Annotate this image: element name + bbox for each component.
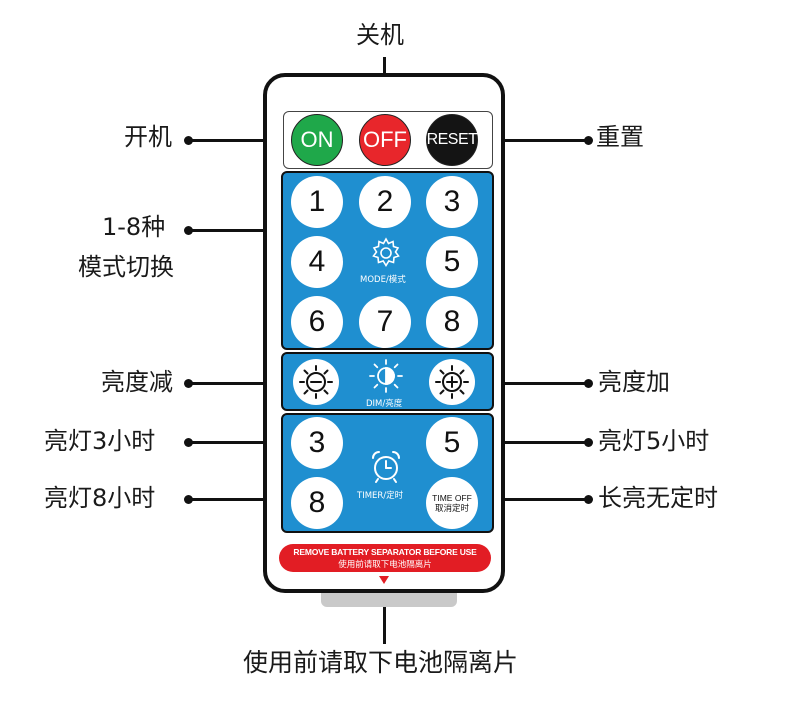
callout-line-modes (188, 229, 296, 232)
label-timer-off: 长亮无定时 (598, 484, 718, 512)
down-arrow-icon (379, 576, 389, 584)
callout-line-dim-up (476, 382, 588, 385)
time-off-cn: 取消定时 (434, 503, 469, 513)
battery-warning: REMOVE BATTERY SEPARATOR BEFORE USE 使用前请… (279, 544, 491, 572)
off-button[interactable]: OFF (359, 114, 411, 166)
reset-button[interactable]: RESET (426, 114, 478, 166)
mode-button-1[interactable]: 1 (291, 176, 343, 228)
alarm-clock-icon (368, 448, 404, 484)
half-sun-icon (367, 358, 405, 394)
timer-8-button[interactable]: 8 (291, 477, 343, 529)
callout-dot (584, 379, 593, 388)
battery-separator-tab[interactable] (321, 590, 457, 607)
warning-cn: 使用前请取下电池隔离片 (338, 559, 432, 569)
label-modes-line1: 1-8种 (102, 213, 166, 241)
label-power-on: 开机 (124, 123, 172, 151)
label-reset: 重置 (596, 123, 644, 151)
label-modes-line2: 模式切换 (78, 253, 174, 281)
gear-icon (369, 236, 403, 270)
dim-up-button[interactable] (428, 358, 476, 406)
warning-en: REMOVE BATTERY SEPARATOR BEFORE USE (293, 547, 477, 557)
time-off-button[interactable]: TIME OFF 取消定时 (426, 477, 478, 529)
label-power-off: 关机 (356, 21, 404, 49)
timer-caption: TIMER/定时 (357, 491, 404, 501)
callout-line-dim-down (188, 382, 292, 385)
timer-5-button[interactable]: 5 (426, 417, 478, 469)
on-button[interactable]: ON (291, 114, 343, 166)
dim-down-button[interactable] (292, 358, 340, 406)
mode-caption: MODE/模式 (360, 275, 406, 285)
callout-dot (184, 136, 193, 145)
callout-dot (184, 495, 193, 504)
mode-button-4[interactable]: 4 (291, 236, 343, 288)
mode-button-2[interactable]: 2 (359, 176, 411, 228)
callout-line-on (188, 139, 292, 142)
mode-button-5[interactable]: 5 (426, 236, 478, 288)
callout-line-timer-8 (188, 498, 292, 501)
mode-button-8[interactable]: 8 (426, 296, 478, 348)
callout-dot (584, 495, 593, 504)
dim-caption: DIM/亮度 (366, 399, 403, 409)
label-separator: 使用前请取下电池隔离片 (243, 648, 519, 677)
callout-dot (184, 438, 193, 447)
label-dim-down: 亮度减 (101, 368, 173, 396)
callout-dot (184, 379, 193, 388)
callout-line-timer-5 (476, 441, 588, 444)
callout-line-separator (383, 604, 386, 644)
callout-line-reset (476, 139, 588, 142)
callout-line-timer-3 (188, 441, 292, 444)
callout-dot (584, 438, 593, 447)
callout-line-timer-off (476, 498, 588, 501)
label-timer-5: 亮灯5小时 (598, 427, 710, 455)
mode-button-7[interactable]: 7 (359, 296, 411, 348)
label-dim-up: 亮度加 (598, 368, 670, 396)
timer-3-button[interactable]: 3 (291, 417, 343, 469)
callout-dot (184, 226, 193, 235)
mode-button-6[interactable]: 6 (291, 296, 343, 348)
label-timer-8: 亮灯8小时 (44, 484, 156, 512)
time-off-en: TIME OFF (432, 492, 472, 503)
callout-dot (584, 136, 593, 145)
label-timer-3: 亮灯3小时 (44, 427, 156, 455)
mode-button-3[interactable]: 3 (426, 176, 478, 228)
